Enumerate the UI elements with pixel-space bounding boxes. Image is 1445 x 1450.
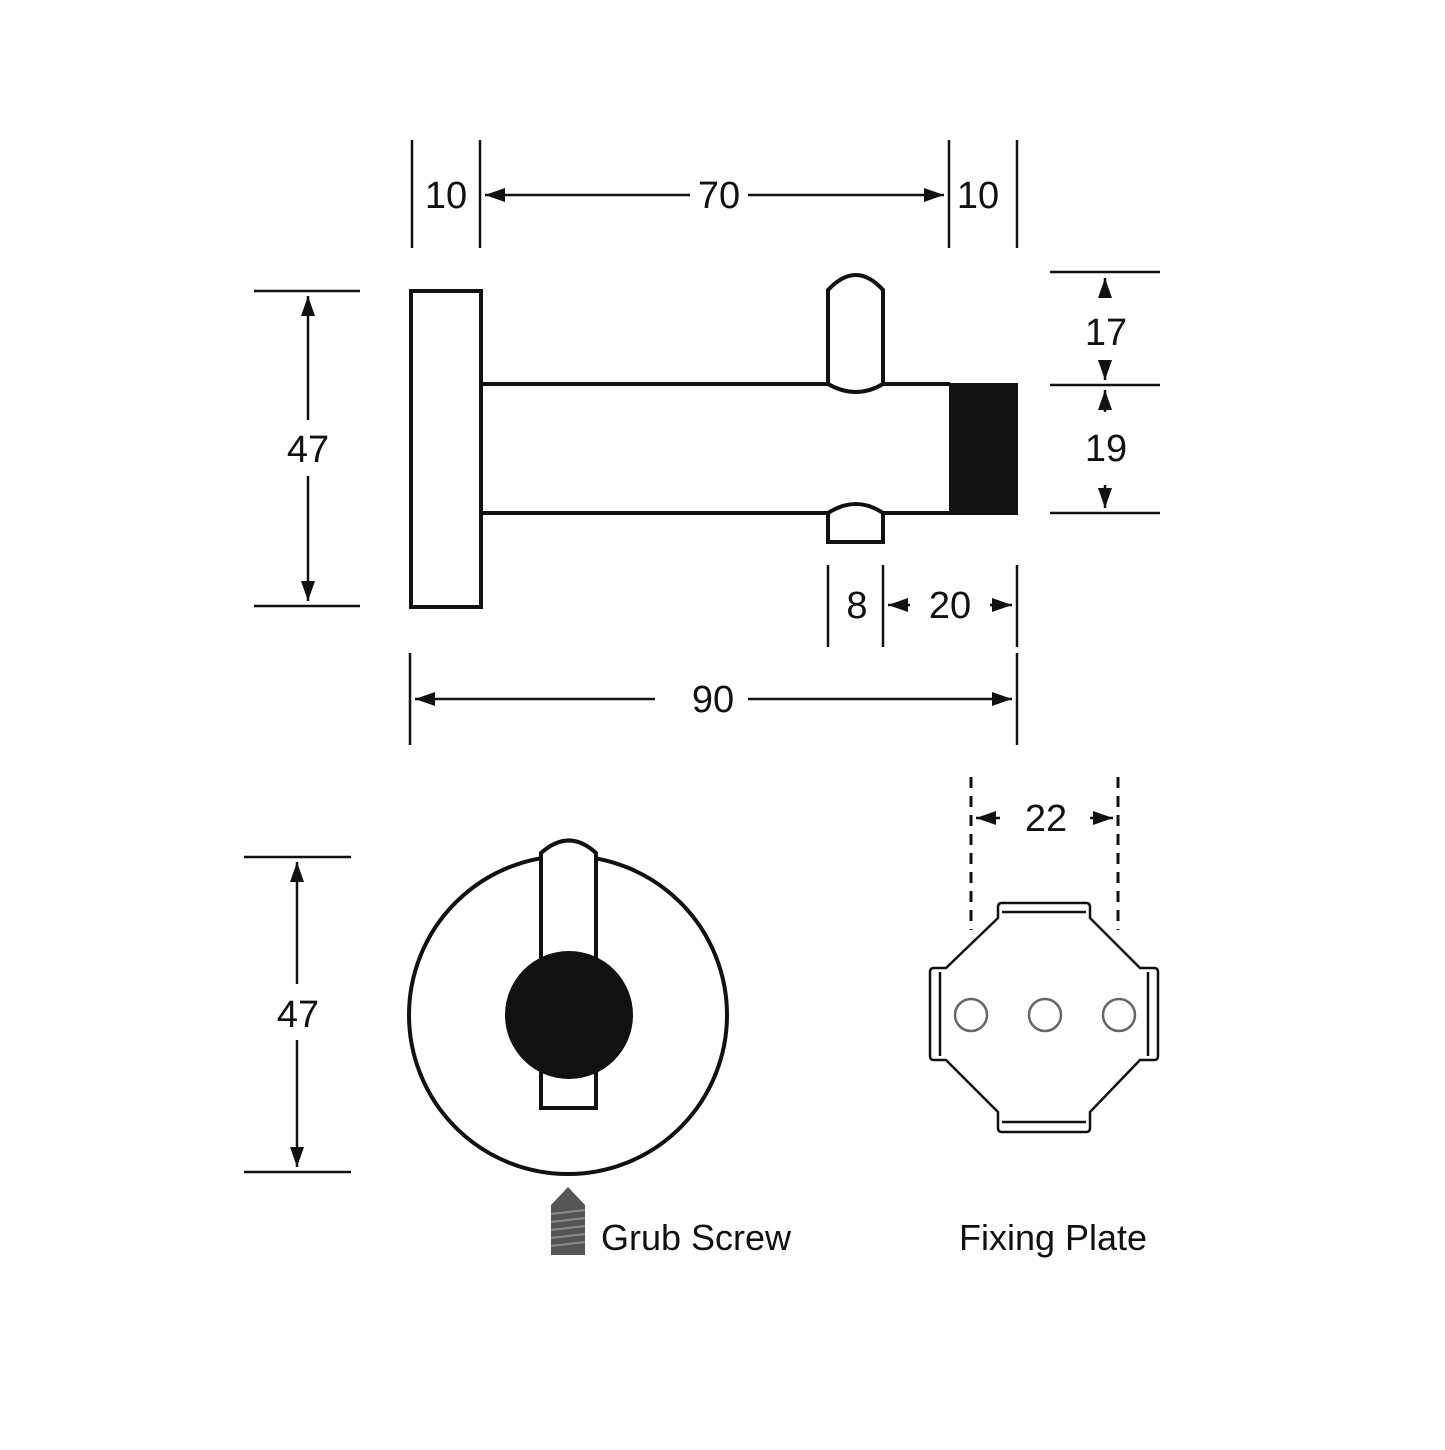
dim-overall-length: 90: [692, 679, 734, 721]
front-view: [407, 838, 729, 1176]
dim-side-top-right: 10: [957, 175, 999, 217]
dim-side-height: 47: [287, 429, 329, 471]
dim-pin-body: 19: [1085, 428, 1127, 470]
dim-side-top-left: 10: [425, 175, 467, 217]
fixing-plate: [928, 901, 1160, 1134]
side-view: [409, 273, 1018, 609]
hook-bar-end: [505, 951, 633, 1079]
pin-top: [826, 273, 885, 394]
end-cap: [949, 383, 1018, 515]
side-height-dimension: 47: [254, 289, 360, 608]
grub-screw-label: Grub Screw: [601, 1217, 792, 1258]
fixing-hole-left: [953, 997, 989, 1033]
overall-length-dimension: 90: [408, 653, 1019, 745]
dim-pin-offset: 20: [929, 585, 971, 627]
pin-bottom: [826, 502, 885, 544]
top-dimensions: 10 70 10: [410, 140, 1019, 248]
fixing-hole-right: [1101, 997, 1137, 1033]
fixing-plate-outline: [928, 901, 1160, 1134]
hook-bar: [481, 382, 950, 515]
pin-dimensions: 17 19: [1050, 270, 1160, 515]
rose-side: [409, 289, 483, 609]
fixing-hole-center: [1027, 997, 1063, 1033]
dim-pin-top: 17: [1085, 312, 1127, 354]
dim-plate-width: 22: [1025, 798, 1067, 840]
dim-side-top-middle: 70: [698, 175, 740, 217]
grub-screw: Grub Screw: [550, 1187, 792, 1258]
dim-front-height: 47: [277, 994, 319, 1036]
plate-width-dimension: 22: [969, 777, 1120, 930]
pin-width-dimensions: 8 20: [826, 565, 1019, 647]
front-height-dimension: 47: [244, 855, 351, 1174]
fixing-plate-label: Fixing Plate: [959, 1217, 1147, 1258]
dim-pin-width: 8: [846, 585, 867, 627]
